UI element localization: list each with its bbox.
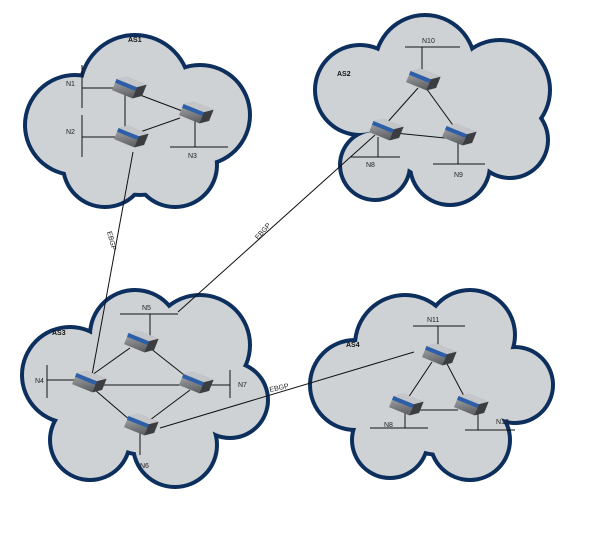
router-icon[interactable]: [406, 65, 441, 93]
network-label-n5: N5: [142, 305, 151, 312]
network-label-n11: N11: [427, 317, 439, 324]
as4-cloud: [308, 288, 555, 482]
router-icon[interactable]: [179, 98, 214, 126]
network-label-n13: N13: [496, 419, 509, 426]
router-icon[interactable]: [72, 367, 107, 395]
as1-cloud: [23, 33, 252, 209]
link: [445, 361, 466, 399]
link: [394, 132, 446, 139]
network-label-n10: N10: [422, 38, 435, 45]
router-icon[interactable]: [422, 340, 457, 368]
as1-label: AS1: [128, 37, 142, 44]
as3-label: AS3: [52, 330, 66, 337]
router-icon[interactable]: [179, 368, 214, 396]
router-icon[interactable]: [389, 390, 424, 418]
network-label-n4: N4: [35, 378, 44, 385]
link: [425, 87, 456, 129]
router-icon[interactable]: [112, 73, 147, 101]
link: [384, 87, 419, 126]
ebgp-label-as3-as4: EBGP: [269, 383, 290, 394]
router-icon[interactable]: [454, 390, 489, 418]
router-icon[interactable]: [124, 410, 159, 438]
router-icon[interactable]: [114, 122, 149, 150]
as2-label: AS2: [337, 71, 351, 78]
router-icon[interactable]: [442, 120, 477, 148]
network-label-n1: N1: [66, 81, 75, 88]
ebgp-link-as3-as4: [159, 351, 415, 429]
link: [139, 117, 181, 133]
network-label-n9: N9: [454, 172, 463, 179]
ebgp-label-as2-as3: EBGP: [254, 222, 272, 241]
ebgp-link-as1-as3: [91, 151, 134, 376]
link: [94, 389, 131, 421]
as2-cloud: [313, 13, 552, 207]
as4-label: AS4: [346, 342, 360, 349]
network-label-n6: N6: [140, 463, 149, 470]
link: [149, 347, 189, 379]
network-label-n8: N8: [366, 162, 375, 169]
ebgp-label-as1-as3: EBGP: [105, 231, 117, 252]
router-icon[interactable]: [369, 115, 404, 143]
network-label-n2: N2: [66, 129, 75, 136]
ebgp-link-as2-as3: [177, 134, 376, 313]
router-icon[interactable]: [124, 327, 159, 355]
link: [407, 361, 433, 399]
link: [139, 94, 186, 113]
as3-cloud: [20, 288, 270, 489]
link: [91, 347, 131, 376]
network-label-n12: N8: [384, 422, 393, 429]
network-label-n3: N3: [188, 153, 197, 160]
link: [149, 389, 191, 421]
network-label-n7: N7: [238, 382, 247, 389]
